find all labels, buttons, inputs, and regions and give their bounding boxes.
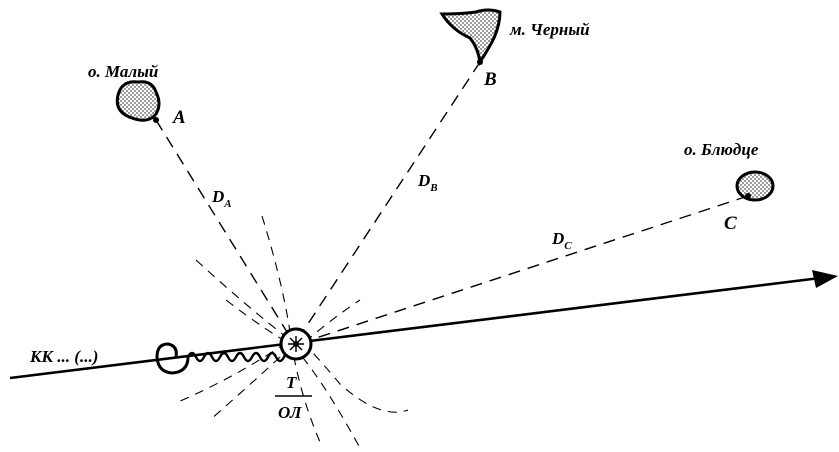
label-distance-c: DC [551, 229, 572, 252]
point-c-marker [745, 193, 751, 199]
label-cape-cherny: м. Черный [509, 20, 590, 39]
point-a-marker [153, 117, 159, 123]
fix-star [288, 336, 304, 352]
label-island-blyudtse: о. Блюдце [684, 140, 759, 159]
island-maly [115, 80, 161, 122]
distance-line-a [155, 119, 293, 341]
distance-line-c [309, 195, 749, 341]
label-point-b: B [483, 69, 497, 90]
label-distance-a: DA [211, 187, 232, 210]
label-distance-b: DB [417, 171, 438, 194]
label-fix-log: ОЛ [278, 403, 303, 422]
island-blyudtse [735, 170, 775, 202]
course-arrowhead [812, 270, 838, 288]
course-line [9, 276, 821, 380]
cape-cherny [439, 8, 502, 67]
departure-spiral [155, 342, 190, 375]
label-point-c: C [724, 213, 737, 234]
label-fix-time: Т [286, 373, 297, 392]
label-island-maly: о. Малый [88, 62, 158, 81]
distance-line-b [299, 61, 481, 337]
point-b-marker [477, 59, 483, 65]
label-point-a: A [172, 107, 186, 128]
position-arc-e [209, 345, 293, 421]
label-course: КК ... (...) [29, 347, 98, 366]
position-arc-a [177, 259, 291, 403]
wavy-track [186, 346, 291, 363]
